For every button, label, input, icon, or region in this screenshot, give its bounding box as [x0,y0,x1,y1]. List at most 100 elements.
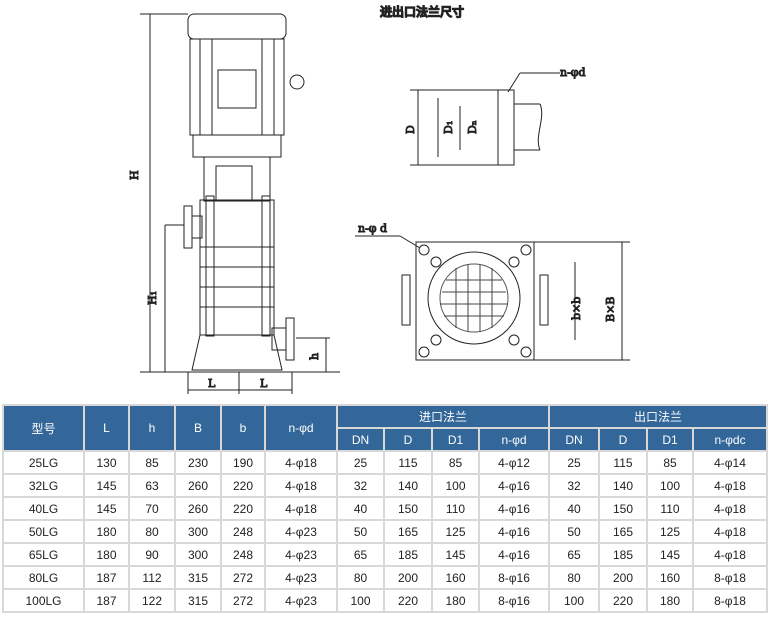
pump-dimension-drawing: 进出口法兰尺寸 H H₁ h L L D D₁ Dₙ n-φd n-φ d b×… [128,4,630,394]
header-B: B [176,406,220,450]
table-cell: 110 [648,498,692,519]
table-cell: 100 [433,475,478,496]
table-cell: 8-φ16 [480,590,548,611]
pump-side-view [183,13,305,371]
table-cell: 220 [222,498,264,519]
table-cell: 25 [550,452,598,473]
table-cell: 4-φ18 [266,498,336,519]
table-cell: 80LG [4,567,83,588]
table-cell: 8-φ16 [480,567,548,588]
subheader-inlet: DN [338,429,383,450]
table-cell: 4-φ16 [480,475,548,496]
table-cell: 4-φ14 [694,452,766,473]
table-cell: 110 [433,498,478,519]
table-cell: 4-φ18 [266,452,336,473]
header-model: 型号 [4,406,83,450]
dimension-lines [140,13,340,394]
table-cell: 180 [648,590,692,611]
table-cell: 248 [222,544,264,565]
table-cell: 4-φ12 [480,452,548,473]
table-cell: 100LG [4,590,83,611]
table-cell: 185 [600,544,646,565]
table-cell: 122 [130,590,174,611]
label-nd-bottom: n-φ d [358,222,387,235]
table-cell: 165 [600,521,646,542]
table-cell: 145 [648,544,692,565]
table-cell: 140 [385,475,431,496]
table-cell: 130 [85,452,128,473]
header-inlet-flange: 进口法兰 [338,406,548,427]
table-cell: 50 [338,521,383,542]
table-cell: 4-φ16 [480,498,548,519]
label-H1: H₁ [146,291,159,305]
header-L: L [85,406,128,450]
table-cell: 115 [600,452,646,473]
table-cell: 190 [222,452,264,473]
table-cell: 80 [338,567,383,588]
table-cell: 70 [130,498,174,519]
table-cell: 300 [176,544,220,565]
table-cell: 315 [176,567,220,588]
table-cell: 40LG [4,498,83,519]
table-cell: 4-φ23 [266,544,336,565]
table-cell: 90 [130,544,174,565]
subheader-inlet: n-φd [480,429,548,450]
table-cell: 32 [338,475,383,496]
table-cell: 248 [222,521,264,542]
flange-top-view [355,235,630,361]
table-cell: 220 [385,590,431,611]
table-cell: 165 [385,521,431,542]
table-cell: 85 [130,452,174,473]
label-L-right: L [260,377,268,390]
label-nd-top: n-φd [560,66,586,79]
subheader-inlet: D [385,429,431,450]
table-cell: 200 [385,567,431,588]
header-outlet-flange: 出口法兰 [550,406,766,427]
flange-section-view [410,72,560,166]
table-cell: 100 [338,590,383,611]
table-cell: 4-φ18 [694,475,766,496]
subheader-outlet: DN [550,429,598,450]
table-cell: 260 [176,475,220,496]
table-cell: 160 [648,567,692,588]
table-cell: 85 [648,452,692,473]
label-H: H [128,170,141,180]
table-cell: 272 [222,590,264,611]
table-cell: 125 [433,521,478,542]
table-cell: 4-φ18 [266,475,336,496]
table-cell: 65 [338,544,383,565]
flange-title: 进出口法兰尺寸 [380,4,464,19]
subheader-inlet: D1 [433,429,478,450]
subheader-outlet: D [600,429,646,450]
table-cell: 140 [600,475,646,496]
table-cell: 115 [385,452,431,473]
table-cell: 8-φ18 [694,590,766,611]
header-h: h [130,406,174,450]
table-cell: 112 [130,567,174,588]
table-cell: 187 [85,567,128,588]
table-cell: 65 [550,544,598,565]
table-cell: 4-φ18 [694,521,766,542]
table-cell: 4-φ23 [266,590,336,611]
table-cell: 180 [433,590,478,611]
table-cell: 185 [385,544,431,565]
table-cell: 40 [338,498,383,519]
table-cell: 220 [600,590,646,611]
header-nd: n-φd [266,406,336,450]
table-cell: 300 [176,521,220,542]
table-cell: 100 [550,590,598,611]
table-cell: 8-φ18 [694,567,766,588]
table-cell: 145 [85,475,128,496]
table-cell: 65LG [4,544,83,565]
table-cell: 220 [222,475,264,496]
table-cell: 85 [433,452,478,473]
table-cell: 125 [648,521,692,542]
label-L-left: L [208,377,216,390]
table-cell: 160 [433,567,478,588]
table-cell: 187 [85,590,128,611]
